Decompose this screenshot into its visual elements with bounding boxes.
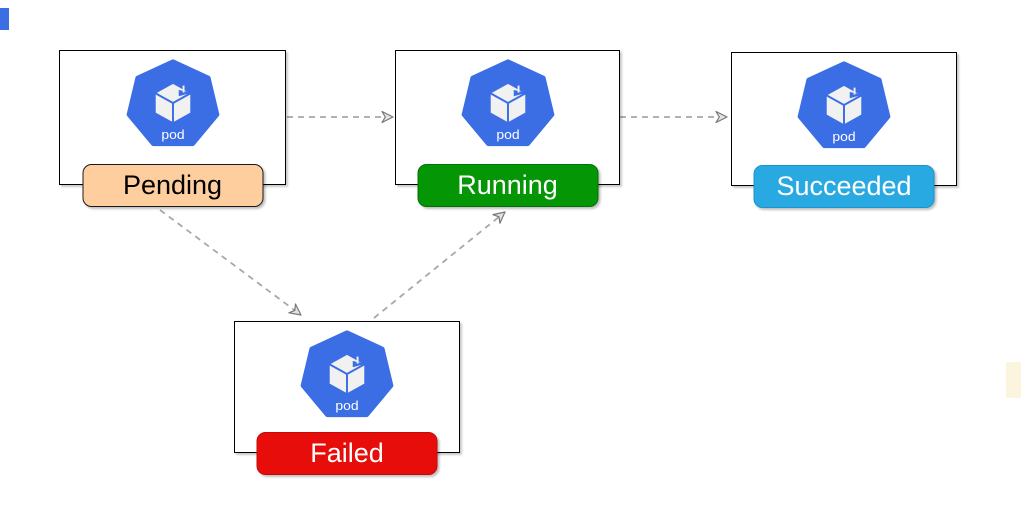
artifact-blue-square bbox=[0, 8, 9, 30]
kubernetes-pod-icon: pod bbox=[460, 58, 556, 150]
edge-pending-to-failed bbox=[159, 209, 302, 316]
pod-node-succeeded: pod Succeeded bbox=[731, 52, 957, 208]
pod-icon-label: pod bbox=[832, 129, 855, 144]
pod-icon-label: pod bbox=[496, 127, 519, 142]
pod-node-pending: pod Pending bbox=[59, 50, 286, 207]
pod-node-running: pod Running bbox=[395, 50, 620, 207]
edge-failed-to-running bbox=[373, 211, 506, 319]
state-badge-succeeded: Succeeded bbox=[753, 165, 935, 208]
pod-icon-label: pod bbox=[161, 127, 184, 142]
state-badge-running: Running bbox=[417, 164, 598, 207]
pod-node-failed: pod Failed bbox=[234, 321, 460, 475]
artifact-cream-square bbox=[1006, 362, 1021, 398]
state-badge-pending: Pending bbox=[82, 164, 263, 207]
kubernetes-pod-icon: pod bbox=[299, 329, 395, 421]
kubernetes-pod-icon: pod bbox=[125, 58, 221, 150]
kubernetes-pod-icon: pod bbox=[796, 60, 892, 152]
state-badge-failed: Failed bbox=[256, 432, 438, 475]
pod-icon-label: pod bbox=[335, 398, 358, 413]
